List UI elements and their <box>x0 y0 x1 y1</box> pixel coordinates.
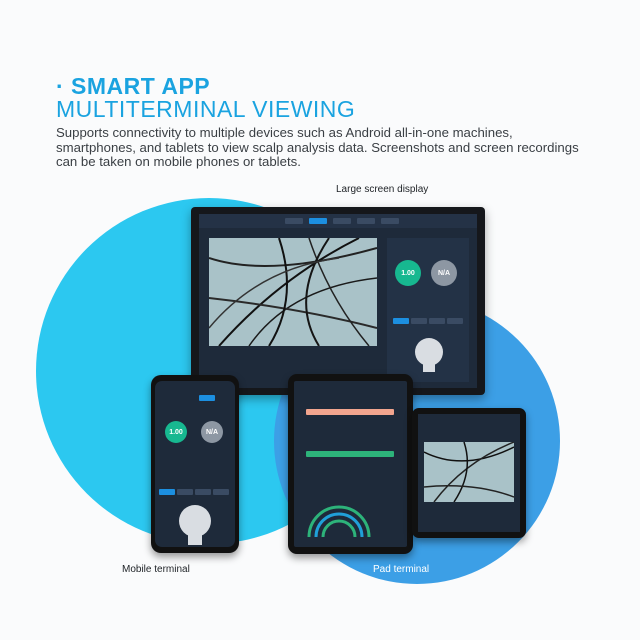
mobile-tab[interactable] <box>177 489 193 495</box>
large-screen-toolbar <box>199 214 477 228</box>
gauge-left: 1.00 <box>395 260 421 286</box>
pad-screen-back <box>418 414 520 532</box>
large-screen-tab-active[interactable] <box>309 218 327 224</box>
age-bar <box>306 451 394 457</box>
head-model-icon <box>415 338 443 372</box>
mobile-tab[interactable] <box>213 489 229 495</box>
caption-mobile: Mobile terminal <box>122 564 190 575</box>
mobile-gauge-left: 1.00 <box>165 421 187 443</box>
mobile-head-model-icon <box>179 505 211 545</box>
mobile-tab-active[interactable] <box>159 489 175 495</box>
hair-strands-image <box>209 238 377 346</box>
heading-line2: MULTITERMINAL VIEWING <box>56 96 356 122</box>
mobile-toggle-active[interactable] <box>199 395 215 401</box>
analysis-side-panel: 1.00 N/A <box>387 238 469 382</box>
panel-tab[interactable] <box>411 318 427 324</box>
mobile-device: 1.00 N/A <box>151 375 239 553</box>
panel-tab[interactable] <box>429 318 445 324</box>
caption-large-screen: Large screen display <box>336 184 429 195</box>
large-screen-tab[interactable] <box>285 218 303 224</box>
pad-hair-image <box>424 442 514 502</box>
caption-pad: Pad terminal <box>373 564 430 575</box>
ratio-bar <box>306 409 394 415</box>
large-screen-tab[interactable] <box>333 218 351 224</box>
large-screen-tab[interactable] <box>357 218 375 224</box>
heading-line1: · SMART APP <box>56 73 211 99</box>
large-screen-device: 1.00 N/A <box>191 207 485 395</box>
mobile-screen: 1.00 N/A <box>155 381 235 547</box>
scalp-image <box>209 238 377 346</box>
gauge-right: N/A <box>431 260 457 286</box>
large-screen-display: 1.00 N/A <box>199 214 477 388</box>
pad-device-back <box>412 408 526 538</box>
panel-tab[interactable] <box>447 318 463 324</box>
symptom-arc-chart <box>307 505 371 538</box>
pad-device-front <box>288 374 413 554</box>
pad-screen-front <box>294 381 407 547</box>
mobile-gauge-right: N/A <box>201 421 223 443</box>
panel-tab-active[interactable] <box>393 318 409 324</box>
large-screen-tab[interactable] <box>381 218 399 224</box>
mobile-tab[interactable] <box>195 489 211 495</box>
description: Supports connectivity to multiple device… <box>56 125 579 169</box>
